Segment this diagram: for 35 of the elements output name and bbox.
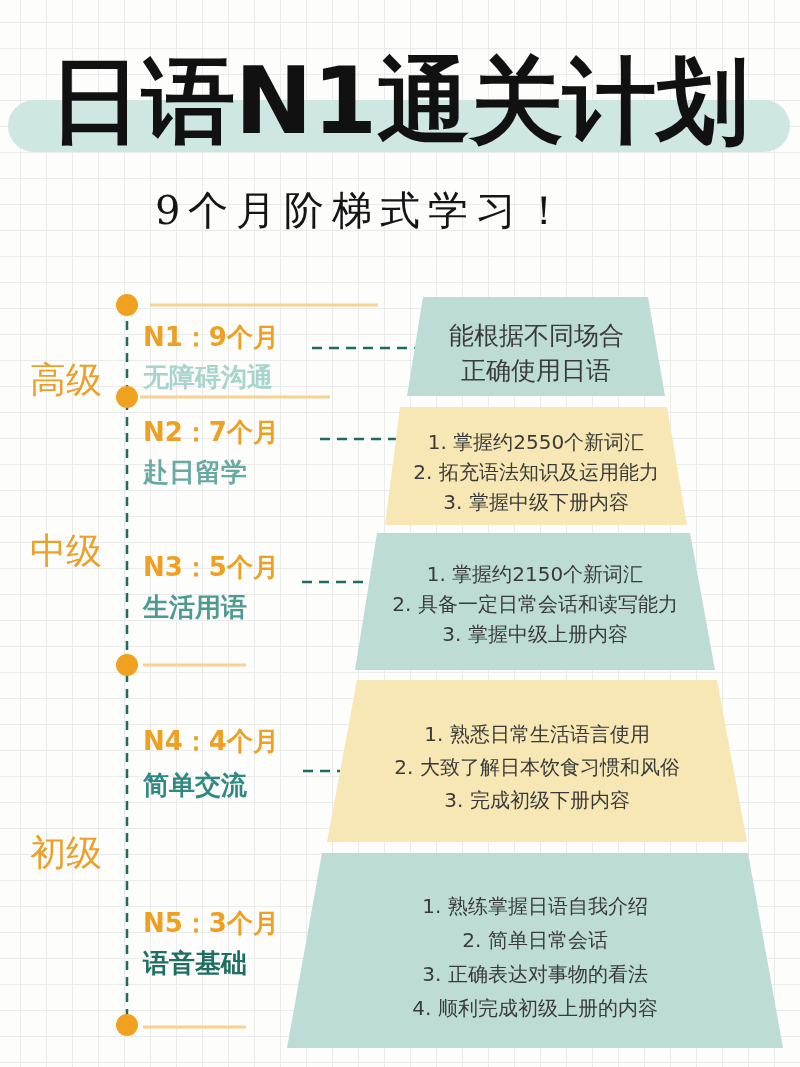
level-goal: 无障碍沟通 [143,362,273,392]
level-goal: 赴日留学 [143,457,247,487]
goal-text: 1. 熟练掌握日语自我介绍 [422,892,648,920]
level-duration: N2：7个月 [143,417,279,447]
goal-text: 1. 掌握约2150个新词汇 [426,560,644,588]
trapezoid-panel [287,853,783,1048]
level-duration: N3：5个月 [143,552,279,582]
level-duration: N4：4个月 [143,726,279,756]
level-duration: N1：9个月 [143,322,279,352]
goal-text: 1. 掌握约2550个新词汇 [427,429,645,456]
goal-text: 3. 掌握中级上册内容 [442,620,628,648]
dashed-connector [303,769,341,773]
goal-text: 4. 顺利完成初级上册的内容 [412,994,658,1022]
goal-text: 3. 正确表达对事物的看法 [422,960,648,988]
level-goal: 生活用语 [143,592,247,622]
dashed-connector [320,437,396,441]
goal-text: 2. 具备一定日常会话和读写能力 [392,590,678,618]
subtitle: 9个月阶梯式学习！ [155,186,573,234]
trapezoid-panel [355,533,715,670]
trapezoid-panel [385,407,687,525]
level-group-label: 中级 [30,529,102,573]
goal-text: 2. 简单日常会话 [462,926,608,954]
level-goal: 简单交流 [143,770,247,800]
trapezoid-panel [327,680,747,842]
level-group-label: 高级 [30,358,102,402]
goal-text: 3. 完成初级下册内容 [444,786,630,814]
trapezoid-panel [407,297,665,396]
goal-text: 3. 掌握中级下册内容 [443,489,629,516]
level-goal: 语音基础 [143,948,247,978]
goal-text: 2. 拓充语法知识及运用能力 [413,459,659,486]
level-duration: N5：3个月 [143,908,279,938]
goal-text: 1. 熟悉日常生活语言使用 [424,720,650,748]
goal-text: 能根据不同场合正确使用日语 [447,319,625,387]
goal-text: 2. 大致了解日本饮食习惯和风俗 [394,753,680,781]
level-group-label: 初级 [30,831,102,875]
